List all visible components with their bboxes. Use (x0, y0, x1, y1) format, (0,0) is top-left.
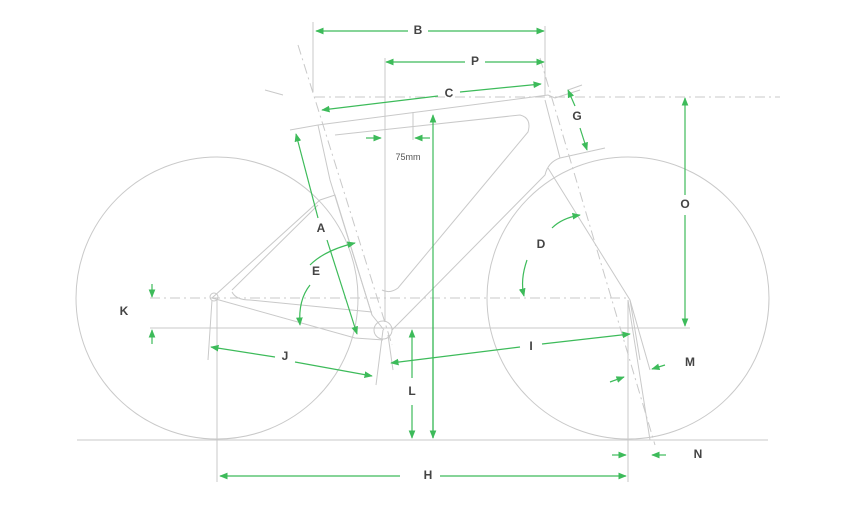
label-b: B (414, 23, 423, 37)
label-g: G (572, 109, 581, 123)
seat-axis (297, 44, 393, 346)
label-l: L (408, 384, 415, 398)
dimension-arrows (148, 27, 689, 480)
label-c: C (445, 86, 454, 100)
label-j: J (282, 349, 289, 363)
label-i: I (529, 339, 532, 353)
steer-axis (539, 57, 656, 446)
label-75mm: 75mm (395, 152, 420, 162)
label-o: O (680, 197, 689, 211)
label-p: P (471, 54, 479, 68)
label-d: D (537, 237, 546, 251)
label-k: K (120, 304, 129, 318)
label-a: A (317, 221, 326, 235)
label-n: N (694, 447, 703, 461)
label-e: E (312, 264, 320, 278)
bike-frame (207, 84, 651, 441)
label-m: M (685, 355, 695, 369)
label-h: H (424, 468, 433, 482)
